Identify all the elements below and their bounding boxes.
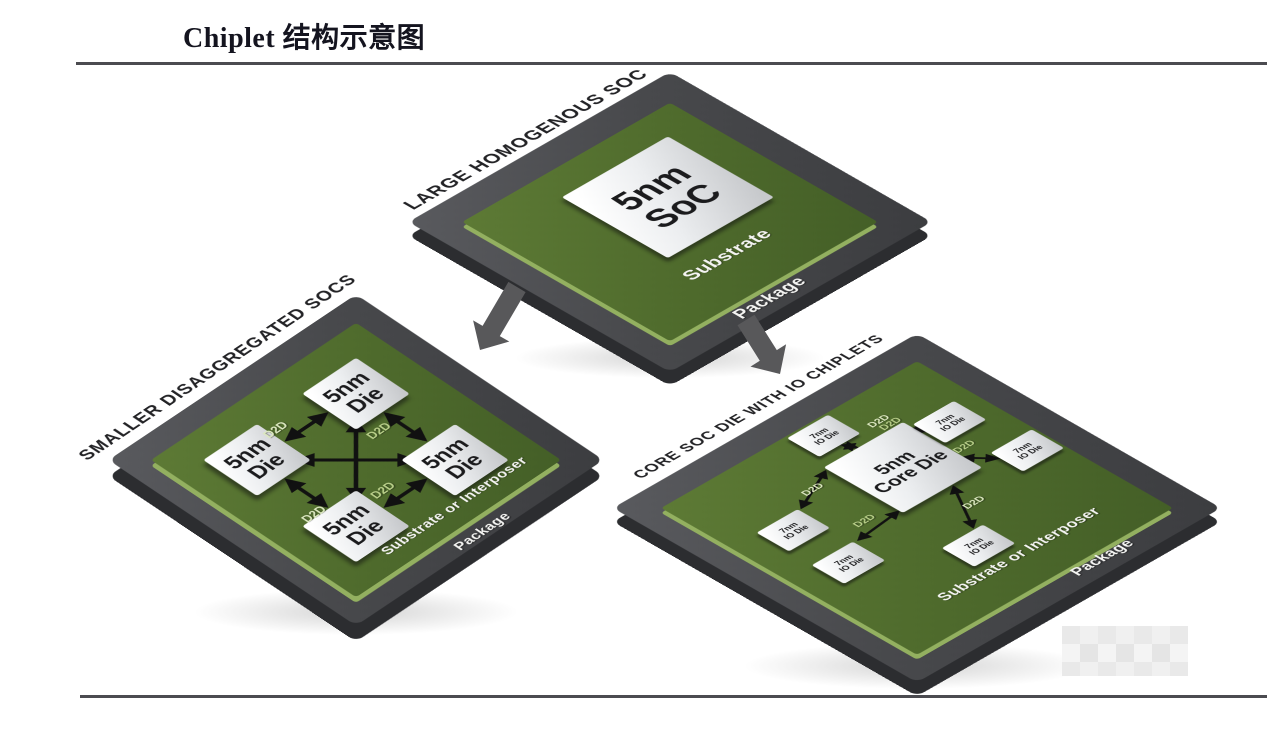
top-rule — [76, 62, 1267, 65]
page-title: Chiplet 结构示意图 — [183, 23, 426, 54]
d2d-arrow — [383, 478, 428, 508]
d2d-arrows — [284, 412, 428, 508]
blurred-watermark — [1062, 626, 1188, 676]
d2d-arrow — [284, 478, 329, 508]
d2d-interconnect-network — [284, 412, 428, 508]
d2d-arrow — [839, 441, 860, 452]
bottom-rule — [80, 695, 1267, 698]
d2d-arrow-diagonal — [345, 418, 367, 502]
d2d-arrow — [383, 412, 428, 442]
package-large-homogenous-soc: LARGE HOMOGENOUS SOC 5nm SoC Substrate P… — [398, 66, 932, 386]
d2d-arrow — [857, 510, 900, 542]
d2d-arrow — [949, 485, 978, 529]
package-core-soc-with-io-chiplets: CORE SOC DIE WITH IO CHIPLETS 5nm Core D — [612, 332, 1222, 697]
package-smaller-disaggregated-socs: SMALLER DISAGGREGATED SOCS 5nm Die — [74, 272, 604, 642]
d2d-arrow — [284, 412, 329, 442]
d2d-arrow — [798, 469, 829, 510]
d2d-arrow — [959, 453, 1001, 463]
